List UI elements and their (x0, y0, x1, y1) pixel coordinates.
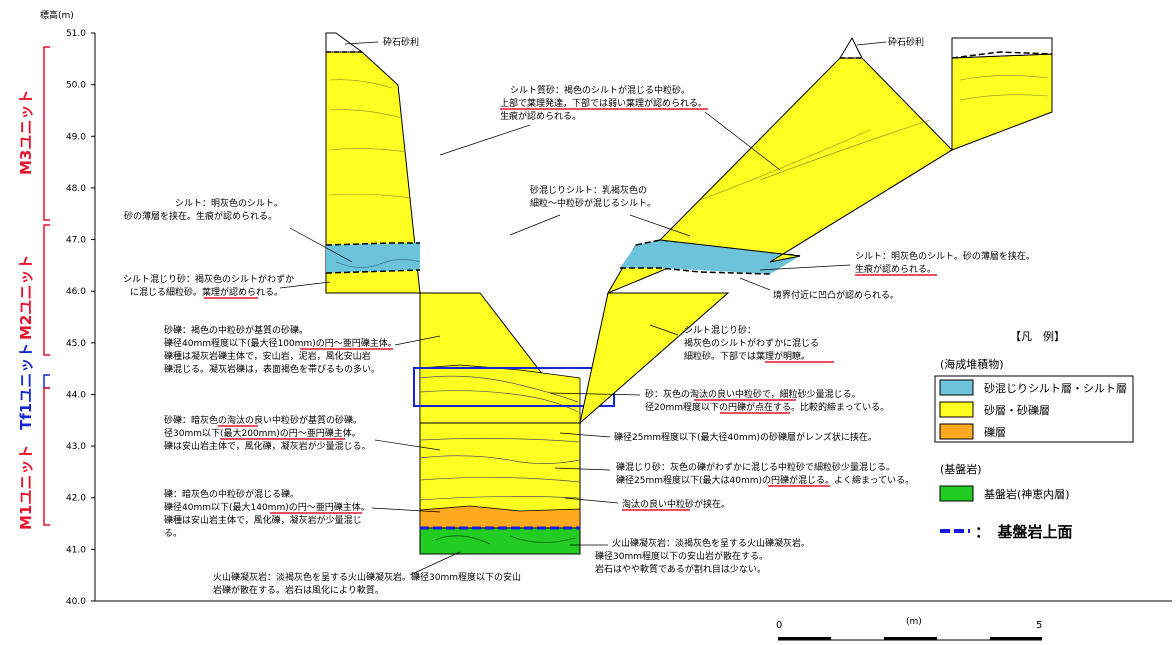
scale-zero: 0 (776, 620, 782, 631)
label-boundary: 境界付近に凹凸が認められる。 (773, 289, 899, 301)
axis-tick-label: 43.0 (66, 442, 86, 452)
center-column (413, 292, 615, 555)
label-tuff-bottom-2: 岩礫が散在する。岩石は風化により軟質。 (213, 584, 384, 596)
legend-box (934, 375, 1134, 443)
leader-lines (279, 41, 887, 576)
axis-ticks: 51.0 50.0 49.0 48.0 47.0 46.0 45.0 44.0 43.0 42.0… (66, 29, 95, 607)
label-gravel-dark-2: 礫径40mm以下(最大140mm)の円～亜円礫主体。 (164, 501, 370, 513)
center-bedrock (419, 527, 581, 555)
label-gravelly-sand-1-1: 砂礫：褐色の中粒砂が基質の砂礫。 (164, 324, 308, 336)
label-gravel-dark-1: 礫：暗灰色の中粒砂が混じる礫。 (164, 488, 299, 500)
legend-title: 【凡 例】 (1010, 329, 1065, 343)
label-tuff-right-3: 岩石はやや軟質であるが割れ目は少ない。 (595, 563, 766, 575)
center-tf1-sand (419, 364, 581, 424)
label-sand-silt-1: 砂混じりシルト：乳褐灰色の (530, 184, 647, 196)
label-tuff-bottom-1: 火山礫凝灰岩：淡褐灰色を呈する火山礫凝灰岩。礫径30mm程度以下の安山 (213, 571, 521, 583)
unit-brackets: M3ユニット M2ユニット Tf1ユニット M1ユニット (17, 46, 50, 530)
right-lower-sand-wedge (579, 292, 730, 425)
left-upper-block (325, 32, 421, 294)
m3-bracket (43, 46, 50, 221)
left-silt-band (326, 243, 420, 273)
axis-tick-label: 40.0 (66, 597, 86, 607)
m2-bracket (43, 224, 50, 356)
label-gravelly-sand-1-2: 礫径40mm程度以下(最大径100mm)の円～亜円礫主体。 (164, 337, 397, 349)
label-gravel-mixed-1: 礫混じり砂：灰色の礫がわずかに混じる中粒砂で細粒砂少量混じる。 (616, 461, 895, 473)
axis-tick-label: 49.0 (66, 132, 86, 142)
label-gravel-left: 砕石砂利 (383, 36, 419, 48)
left-gravel-cap (325, 32, 364, 53)
label-gravel-lens: 礫径25mm程度以下(最大径40mm)の砂礫層がレンズ状に挟在。 (614, 431, 877, 443)
right-gravel-cap (839, 36, 863, 59)
label-silt-sand-right-1: シルト混じり砂： (684, 324, 756, 336)
legend-bedrock-heading: (基盤岩) (940, 462, 982, 476)
right-block-sand (951, 53, 1053, 151)
axis-tick-label: 41.0 (66, 545, 86, 555)
label-sand-gray-2: 径20mm程度以下の円礫が点在する。比較的締まっている。 (645, 401, 889, 413)
tf1-bracket (43, 374, 50, 389)
label-silt-sand-right-2: 褐灰色のシルトがわずかに混じる (684, 337, 819, 349)
scale-five: 5 (1036, 620, 1042, 631)
axis-tick-label: 45.0 (66, 339, 86, 349)
label-silty-sand-1: シルト質砂：褐色のシルトが混じる中粒砂。 (510, 84, 690, 96)
elevation-axis: 標高(m) 51.0 50.0 49.0 48.0 47.0 46.0 45.0 44.0 43… (40, 9, 1172, 607)
right-sand-upper (658, 57, 953, 263)
unit-m3-label: M3ユニット (17, 90, 35, 175)
label-silt-left-2: 砂の薄層を挟在。生痕が認められる。 (124, 210, 277, 222)
legend-label: 砂混じりシルト層・シルト層 (984, 382, 1127, 395)
legend-bedrock-surface-label: ： 基盤岩上面 (975, 523, 1073, 541)
label-gravel-dark-3: 礫種は安山岩主体で，風化礫，凝灰岩が少量混じ (164, 514, 362, 526)
legend-label: 砂層・砂礫層 (984, 403, 1050, 417)
label-tuff-right-1: 火山礫凝灰岩：淡褐灰色を呈する火山礫凝灰岩。 (612, 537, 810, 549)
label-silt-sand-left-2: に混じる細粒砂。葉理が認められる。 (130, 286, 283, 298)
label-gravelly-sand-1-3: 礫種は凝灰岩礫主体で，安山岩，泥岩，風化安山岩 (164, 350, 371, 362)
label-sand-silt-2: 細粒～中粒砂が混じるシルト。 (530, 197, 656, 209)
label-gravelly-sand-2-2: 径30mm以下(最大200mm)の円～亜円礫主体。 (164, 427, 361, 439)
scale-bar: (m) 0 5 (776, 617, 1042, 641)
label-silt-sand-left-1: シルト混じり砂：褐灰色のシルトがわずか (123, 273, 294, 285)
label-gravel-right: 砕石砂利 (888, 36, 924, 48)
legend-marine-heading: (海成堆積物) (940, 357, 1004, 371)
label-gravel-mixed-2: 礫径25mm程度以下(最大は40mm)の円礫が混じる。よく締まっている。 (616, 474, 914, 486)
label-silt-right-1: シルト：明灰色のシルト。砂の薄層を挟在。 (855, 250, 1035, 262)
axis-tick-label: 47.0 (66, 236, 86, 246)
axis-tick-label: 50.0 (66, 81, 86, 91)
unit-tf1-label: Tf1ユニット (17, 343, 35, 430)
right-section (579, 36, 1053, 425)
label-silty-sand-2: 上部で葉理発達，下部では弱い葉理が認められる。 (500, 97, 707, 109)
legend-swatch (939, 423, 974, 440)
scale-unit: (m) (906, 617, 922, 627)
label-silty-sand-3: 生痕が認められる。 (500, 110, 581, 122)
axis-tick-label: 42.0 (66, 494, 86, 504)
label-gravelly-sand-2-1: 砂礫：暗灰色の淘汰の良い中粒砂が基質の砂礫。 (164, 414, 362, 426)
unit-m1-label: M1ユニット (17, 445, 35, 530)
label-sand-gray-1: 砂：灰色の淘汰の良い中粒砂で，細粒砂少量混じる。 (645, 388, 861, 400)
label-gravelly-sand-1-4: 礫混じる。凝灰岩礫は，表面褐色を帯びるもの多い。 (164, 363, 380, 375)
unit-m2-label: M2ユニット (17, 255, 35, 340)
legend: 【凡 例】 (海成堆積物) 砂混じりシルト層・シルト層砂層・砂礫層礫層基盤岩(神… (934, 329, 1134, 541)
label-silt-sand-right-3: 細粒砂。下部では葉理が明瞭。 (684, 350, 810, 362)
legend-label: 基盤岩(神恵内層) (984, 487, 1070, 501)
m1-bracket (43, 387, 50, 526)
right-block-gravel (951, 37, 1053, 59)
axis-tick-label: 48.0 (66, 184, 86, 194)
axis-tick-label: 51.0 (66, 29, 86, 39)
label-gravel-dark-4: る。 (164, 528, 182, 539)
legend-label: 礫層 (984, 425, 1006, 439)
label-tuff-right-2: 礫径30mm程度以下の安山岩が散在する。 (595, 550, 768, 562)
legend-swatch (939, 379, 974, 396)
annotations: 砕石砂利 砕石砂利 シルト質砂：褐色のシルトが混じる中粒砂。 上部で葉理発達，下… (123, 36, 1035, 596)
legend-swatch (939, 485, 974, 502)
label-silt-right-2: 生痕が認められる。 (855, 263, 936, 275)
axis-tick-label: 46.0 (66, 287, 86, 297)
legend-swatch (939, 401, 974, 418)
right-silt-band (620, 240, 800, 274)
label-gravelly-sand-2-3: 礫は安山岩主体で，風化礫，凝灰岩が少量混じる。 (164, 440, 371, 452)
axis-title: 標高(m) (40, 9, 74, 21)
label-well-sorted: 淘汰の良い中粒砂が挟在。 (622, 498, 730, 510)
label-silt-left-1: シルト：明灰色のシルト。 (175, 197, 283, 209)
axis-tick-label: 44.0 (66, 390, 86, 400)
